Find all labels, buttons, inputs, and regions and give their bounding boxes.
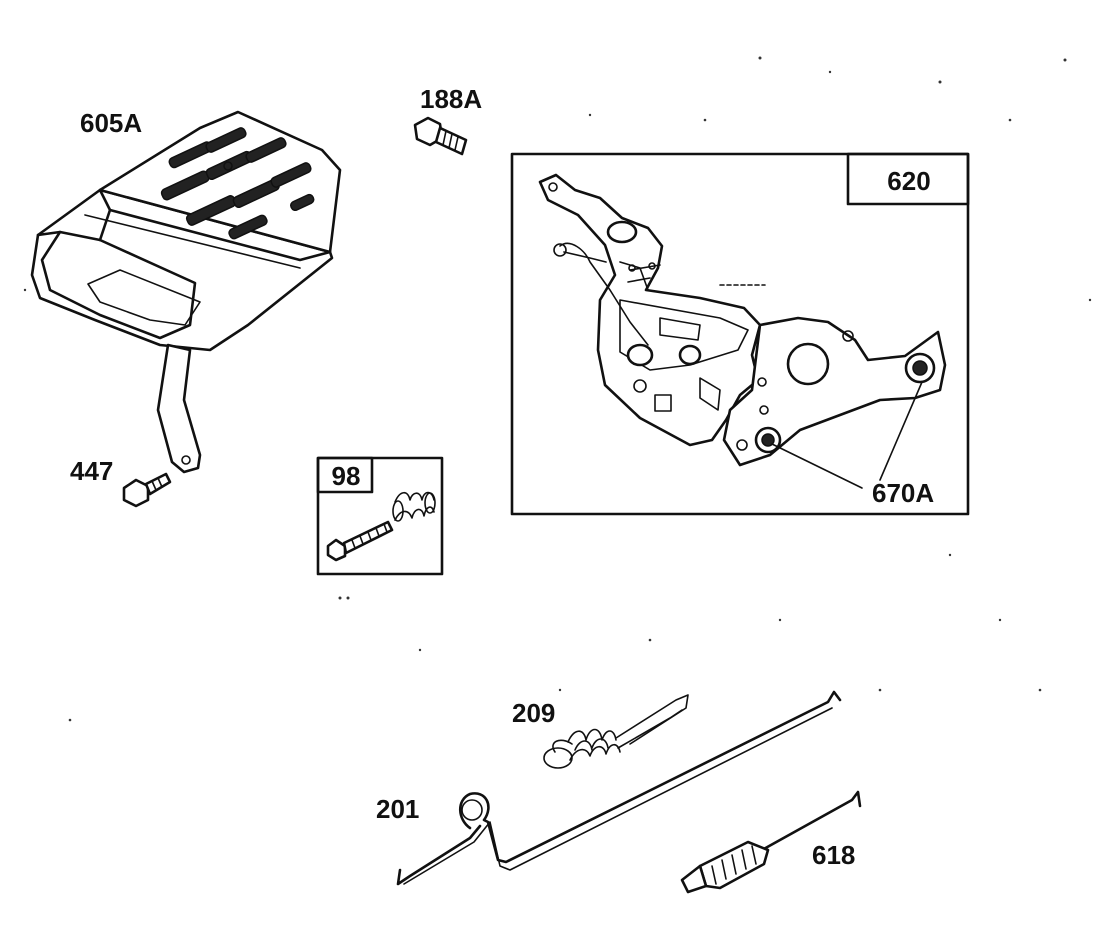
label-98: 98 <box>331 461 361 491</box>
bolt-447 <box>122 472 172 508</box>
spring-209 <box>543 694 689 769</box>
label-447: 447 <box>70 456 114 486</box>
bolt-188a <box>413 116 468 156</box>
label-618: 618 <box>812 840 856 870</box>
label-620: 620 <box>887 166 931 196</box>
control-bracket-part <box>538 173 947 489</box>
scan-noise <box>23 56 1092 722</box>
link-rod-201 <box>396 690 842 886</box>
kit-620-box <box>510 152 970 516</box>
governor-spring-618 <box>680 790 862 894</box>
blower-housing-part <box>30 110 342 474</box>
label-209: 209 <box>512 698 556 728</box>
vent-slots <box>160 127 315 240</box>
label-670a: 670A <box>872 478 935 508</box>
kit-98-box <box>316 456 444 576</box>
label-188a: 188A <box>420 84 483 114</box>
label-605a: 605A <box>80 108 143 138</box>
label-201: 201 <box>376 794 420 824</box>
